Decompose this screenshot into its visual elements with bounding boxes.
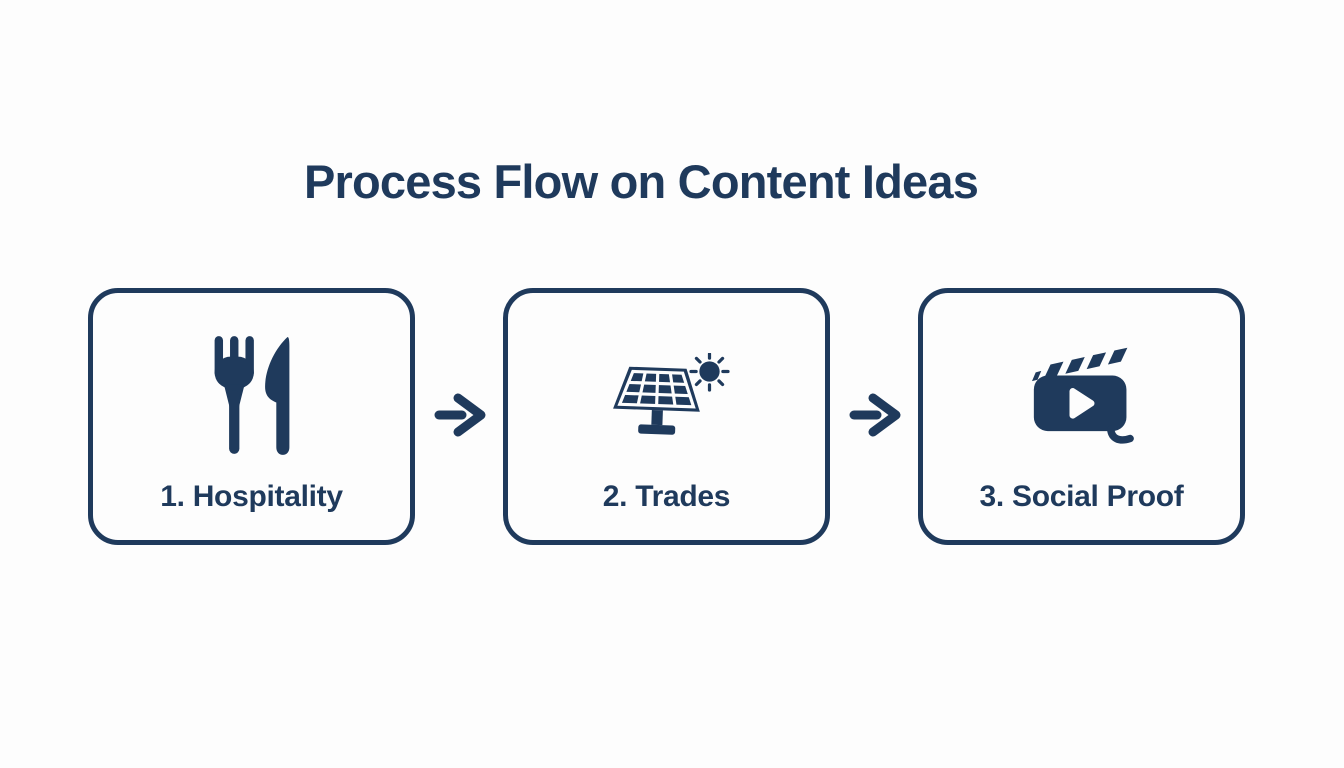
arrow-right-icon [434,390,488,440]
utensils-icon [209,329,295,461]
video-clapperboard-icon [1030,329,1134,461]
arrow-right-icon [849,390,903,440]
step-label: 2. Trades [602,480,731,513]
step-card-social-proof: 3. Social Proof [918,288,1245,545]
solar-panel-sun-icon [604,329,730,461]
step-label: 1. Hospitality [160,480,343,513]
step-label: 3. Social Proof [979,480,1184,513]
step-card-hospitality: 1. Hospitality [88,288,415,545]
step-card-trades: 2. Trades [503,288,830,545]
diagram-title: Process Flow on Content Ideas [303,155,979,208]
